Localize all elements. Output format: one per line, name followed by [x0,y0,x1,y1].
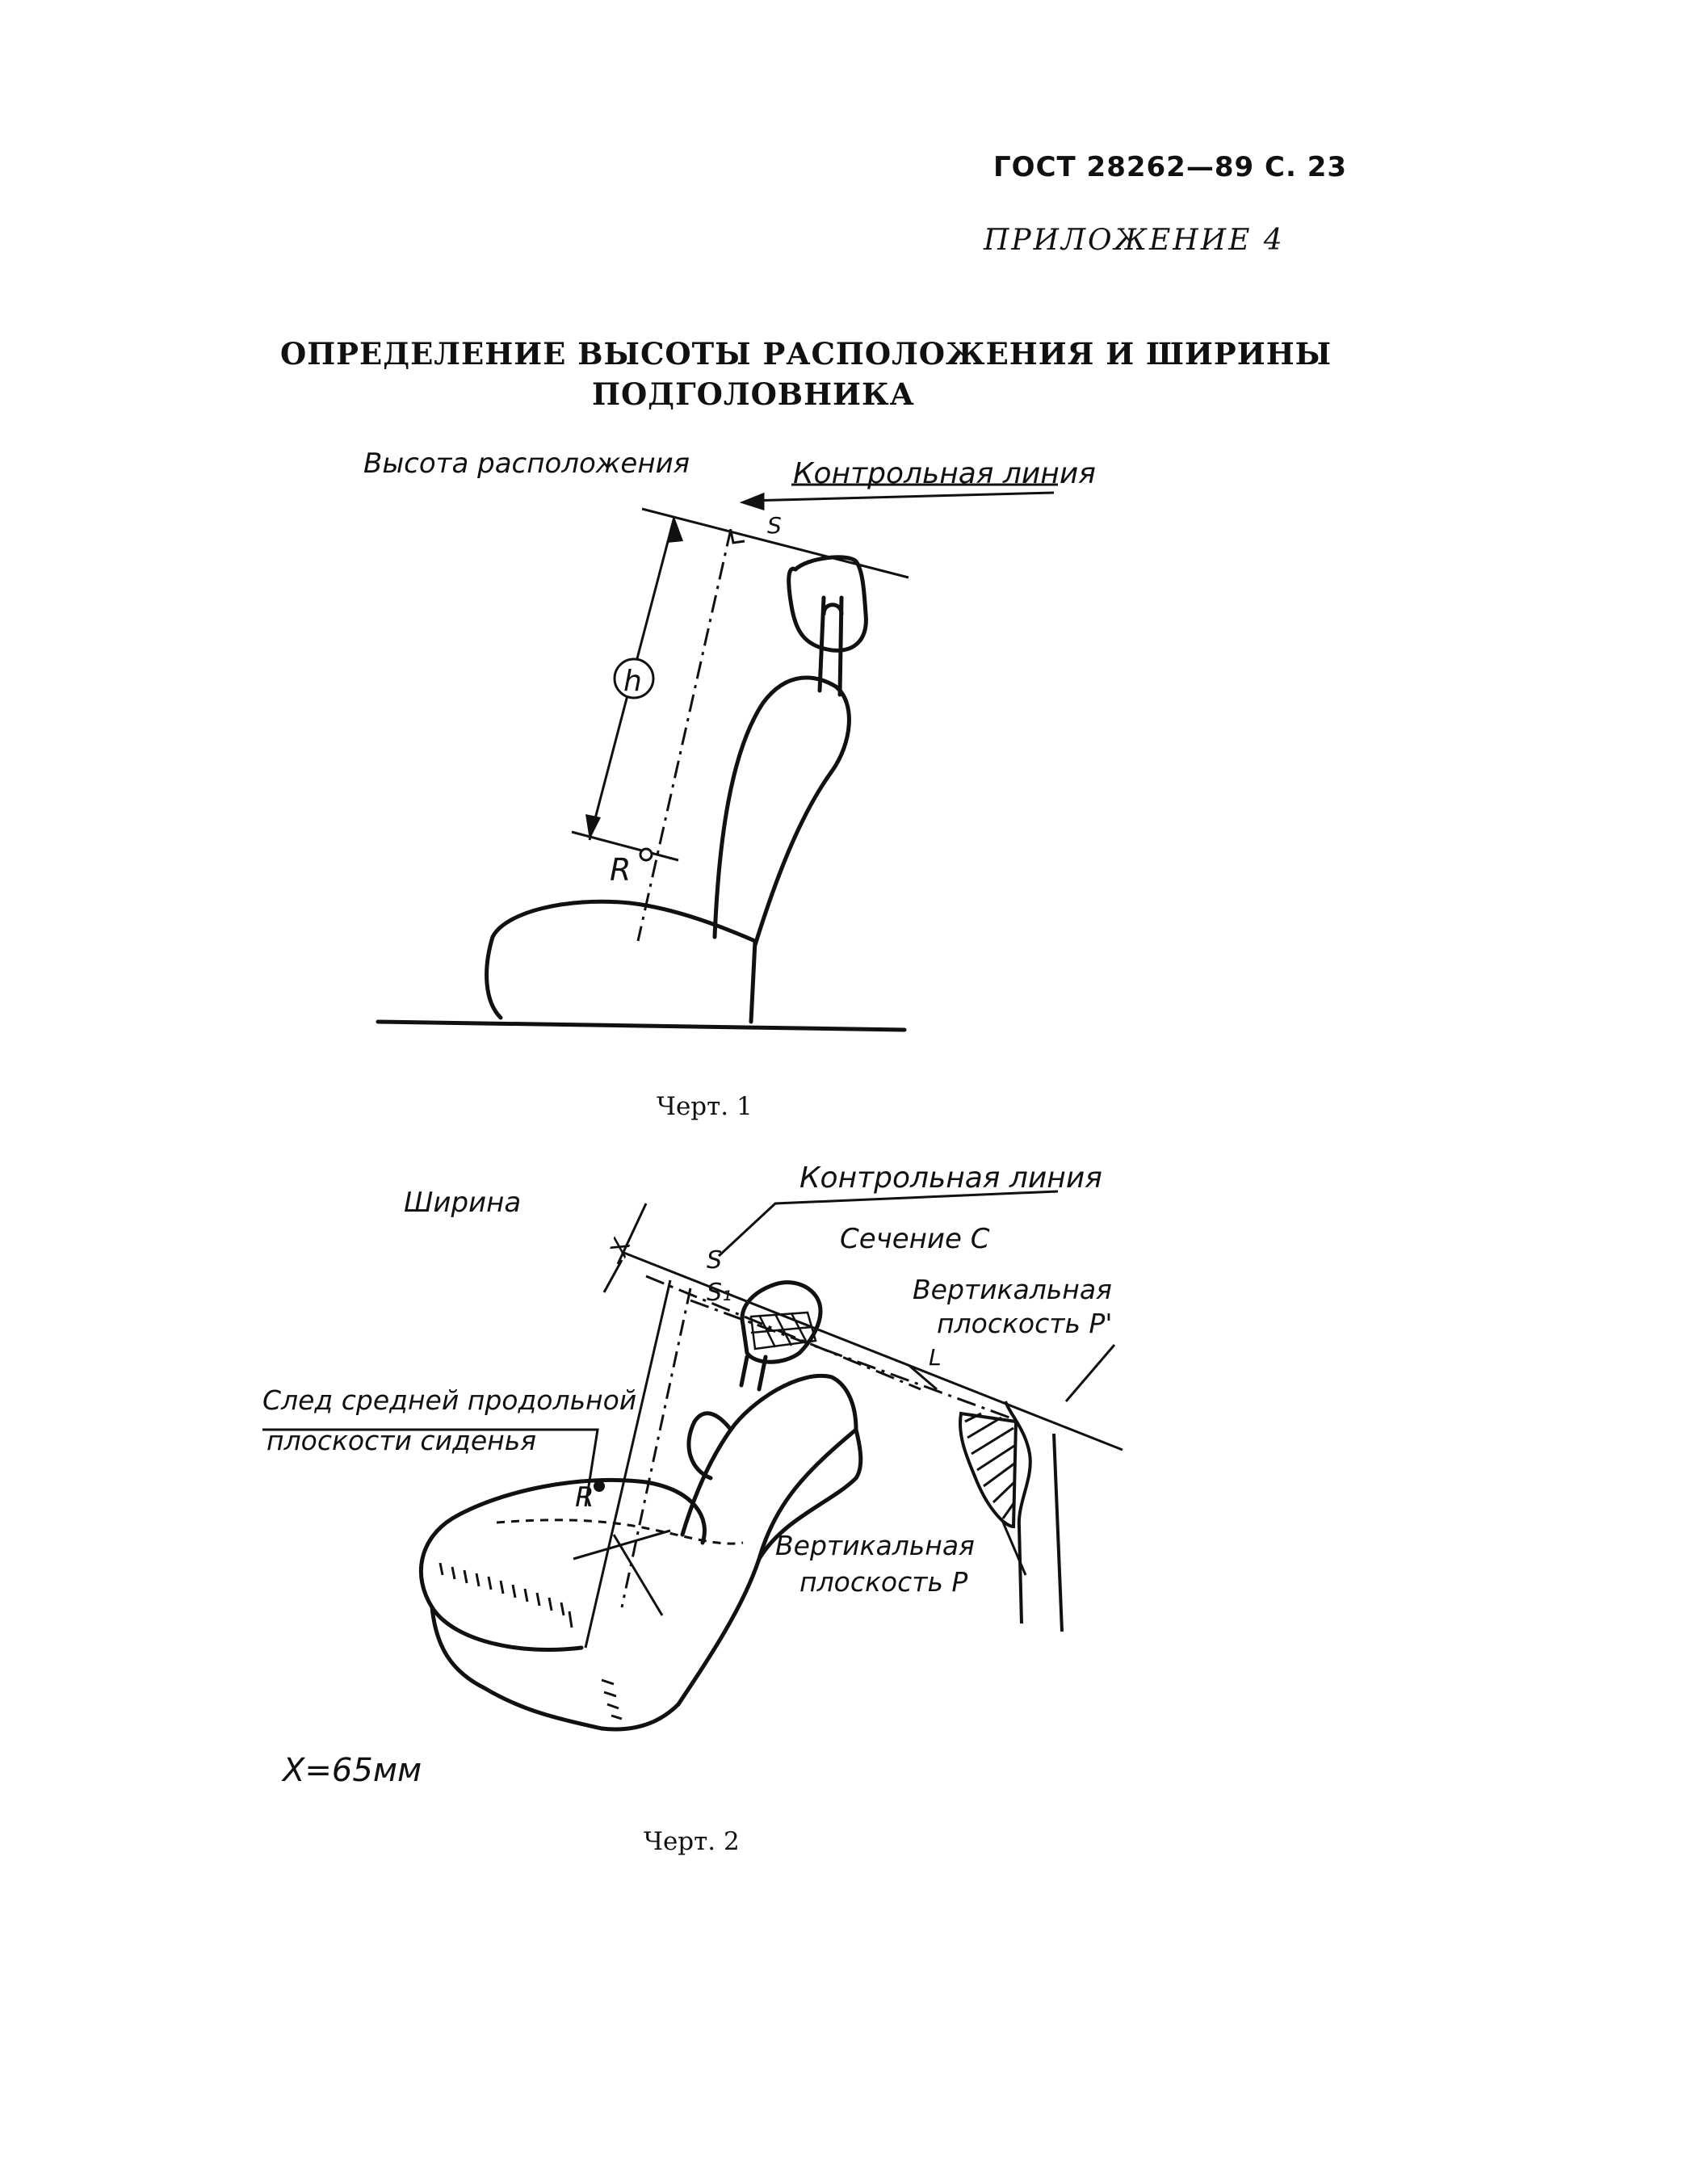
standard-header: ГОСТ 28262—89 С. 23 [993,151,1348,183]
figure1-caption: Черт. 1 [657,1092,753,1121]
figure2-vertical-p-line1: Вертикальная [775,1530,975,1561]
seat-cushion [485,899,757,1024]
seat-cushion-front [430,1605,681,1732]
figure1-label-r: R [610,852,631,888]
vertical-p-leader [1000,1518,1027,1576]
x-dimension [602,1203,648,1293]
control-line-leader-2 [717,1190,1059,1258]
headrest-pad [787,555,868,653]
seat-back-iso [676,1374,858,1707]
reference-axis-2 [584,1279,672,1649]
seat-texture-2 [601,1678,623,1720]
vertical-p1-leader [1064,1344,1116,1402]
s1-line [690,1299,1010,1419]
seat-back [712,675,851,947]
reference-axis-3 [620,1287,692,1608]
r-point-marker [639,847,653,862]
page-title-line1: ОПРЕДЕЛЕНИЕ ВЫСОТЫ РАСПОЛОЖЕНИЯ И ШИРИНЫ [280,336,1332,372]
pillar-outline [1004,1401,1032,1624]
figure2-vertical-p1-line1: Вертикальная [913,1274,1112,1305]
seat-texture [439,1562,573,1628]
trace-line [496,1518,744,1545]
headrest-rod-top [821,603,844,616]
section-c-hatch [749,1311,817,1350]
seat-back-side [757,1427,863,1561]
figure2-label-l: L [929,1344,942,1371]
figure1-control-line-label: Контрольная линия [793,457,1096,490]
reference-axis [636,528,732,942]
seat-cushion-iso [418,1477,707,1652]
control-line [641,507,909,579]
figure2-vertical-p-line2: плоскость P [799,1566,967,1598]
figure2-label-s1: S₁ [707,1279,732,1307]
figure2-control-line-label: Контрольная линия [799,1161,1102,1195]
appendix-label: ПРИЛОЖЕНИЕ 4 [984,224,1285,257]
figure2-label-r: R [575,1481,594,1514]
headrest-iso [740,1280,823,1364]
s-line [645,1275,921,1391]
figure1-heading: Высота расположения [363,447,690,480]
figure2-trace-line2: плоскости сиденья [266,1425,536,1456]
pillar-outline-2 [1052,1433,1064,1632]
figure2-trace-line1: След средней продольной [262,1384,636,1416]
h-label-circle [613,657,655,699]
figure1-label-s: S [767,512,782,539]
figure2-vertical-p1-line2: плоскость P' [937,1308,1112,1339]
label-h: h [623,665,642,698]
trace-leader [262,1428,599,1507]
floor-line [376,1019,907,1032]
s-marker [729,530,745,544]
seat-back-top [686,1411,733,1481]
figure2-section-label: Сечение C [840,1223,990,1255]
r-cross-line [573,1529,671,1616]
r-point-2 [594,1481,605,1492]
page-title-line2: ПОДГОЛОВНИКА [592,376,915,412]
control-line-leader [746,491,1055,502]
control-line-x [621,1250,1123,1451]
figure2-label-s: S [707,1246,722,1275]
pillar-hatch-region [959,1411,1018,1529]
figure2-note: X=65мм [281,1752,422,1789]
figure2-heading: Ширина [404,1187,521,1219]
figure2-caption: Черт. 2 [644,1827,740,1856]
l-marker [908,1363,938,1391]
